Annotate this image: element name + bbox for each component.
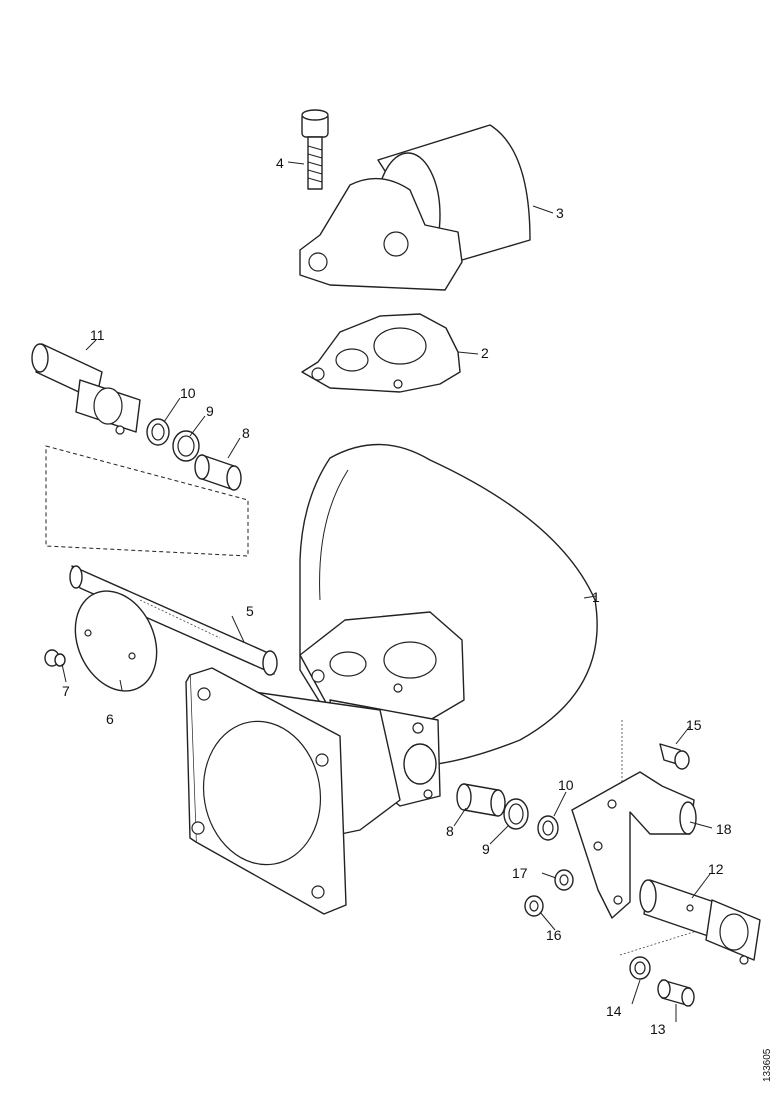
callout-3: 3 (556, 205, 564, 221)
callout-13: 13 (650, 1021, 666, 1037)
part-4-bolt (301, 109, 329, 190)
callout-4: 4 (276, 155, 284, 171)
part-7-screw (44, 649, 66, 667)
callout-12: 12 (708, 861, 724, 877)
callout-5: 5 (246, 603, 254, 619)
figure-reference: 133605 (762, 1048, 773, 1082)
part-17-nut (554, 869, 574, 891)
callout-10-lower: 10 (558, 777, 574, 793)
callout-6: 6 (106, 711, 114, 727)
callout-2: 2 (481, 345, 489, 361)
guide-line-lower (619, 929, 701, 956)
callout-17: 17 (512, 865, 528, 881)
part-14-washer (629, 956, 651, 980)
part-3-housing (299, 124, 531, 291)
callout-labels: 4 3 2 11 10 9 8 5 1 7 6 15 10 18 8 9 12 … (62, 155, 732, 1037)
part-15-bolt (659, 743, 690, 770)
callout-8-upper: 8 (242, 425, 250, 441)
callout-1: 1 (592, 589, 600, 605)
part-12-lever-shaft (639, 879, 761, 965)
part-8-bushing-upper (194, 454, 242, 491)
callout-18: 18 (716, 821, 732, 837)
part-10-washer-lower (537, 815, 559, 841)
part-10-washer-upper (146, 418, 170, 446)
assembly-envelope (45, 445, 249, 557)
callout-15: 15 (686, 717, 702, 733)
callout-9-lower: 9 (482, 841, 490, 857)
part-5-shaft (69, 565, 278, 676)
part-11-lever-shaft (31, 343, 141, 435)
leader-lines (61, 161, 713, 1022)
callout-16-lower: 16 (546, 927, 562, 943)
part-8-bushing-lower (456, 783, 506, 817)
callout-9-upper: 9 (206, 403, 214, 419)
part-13-plug (657, 979, 695, 1007)
part-18-bracket (571, 771, 697, 919)
callout-11: 11 (90, 327, 105, 343)
part-1-front-flange (185, 667, 347, 915)
part-2-gasket (301, 313, 461, 393)
callout-14: 14 (606, 1003, 622, 1019)
callout-7: 7 (62, 683, 70, 699)
part-9-seal-upper (172, 430, 200, 462)
callout-8-lower: 8 (446, 823, 454, 839)
callout-10-upper: 10 (180, 385, 196, 401)
part-9-seal-lower (503, 798, 529, 830)
part-6-disc (74, 590, 158, 692)
part-16-nut-lower (524, 895, 544, 917)
